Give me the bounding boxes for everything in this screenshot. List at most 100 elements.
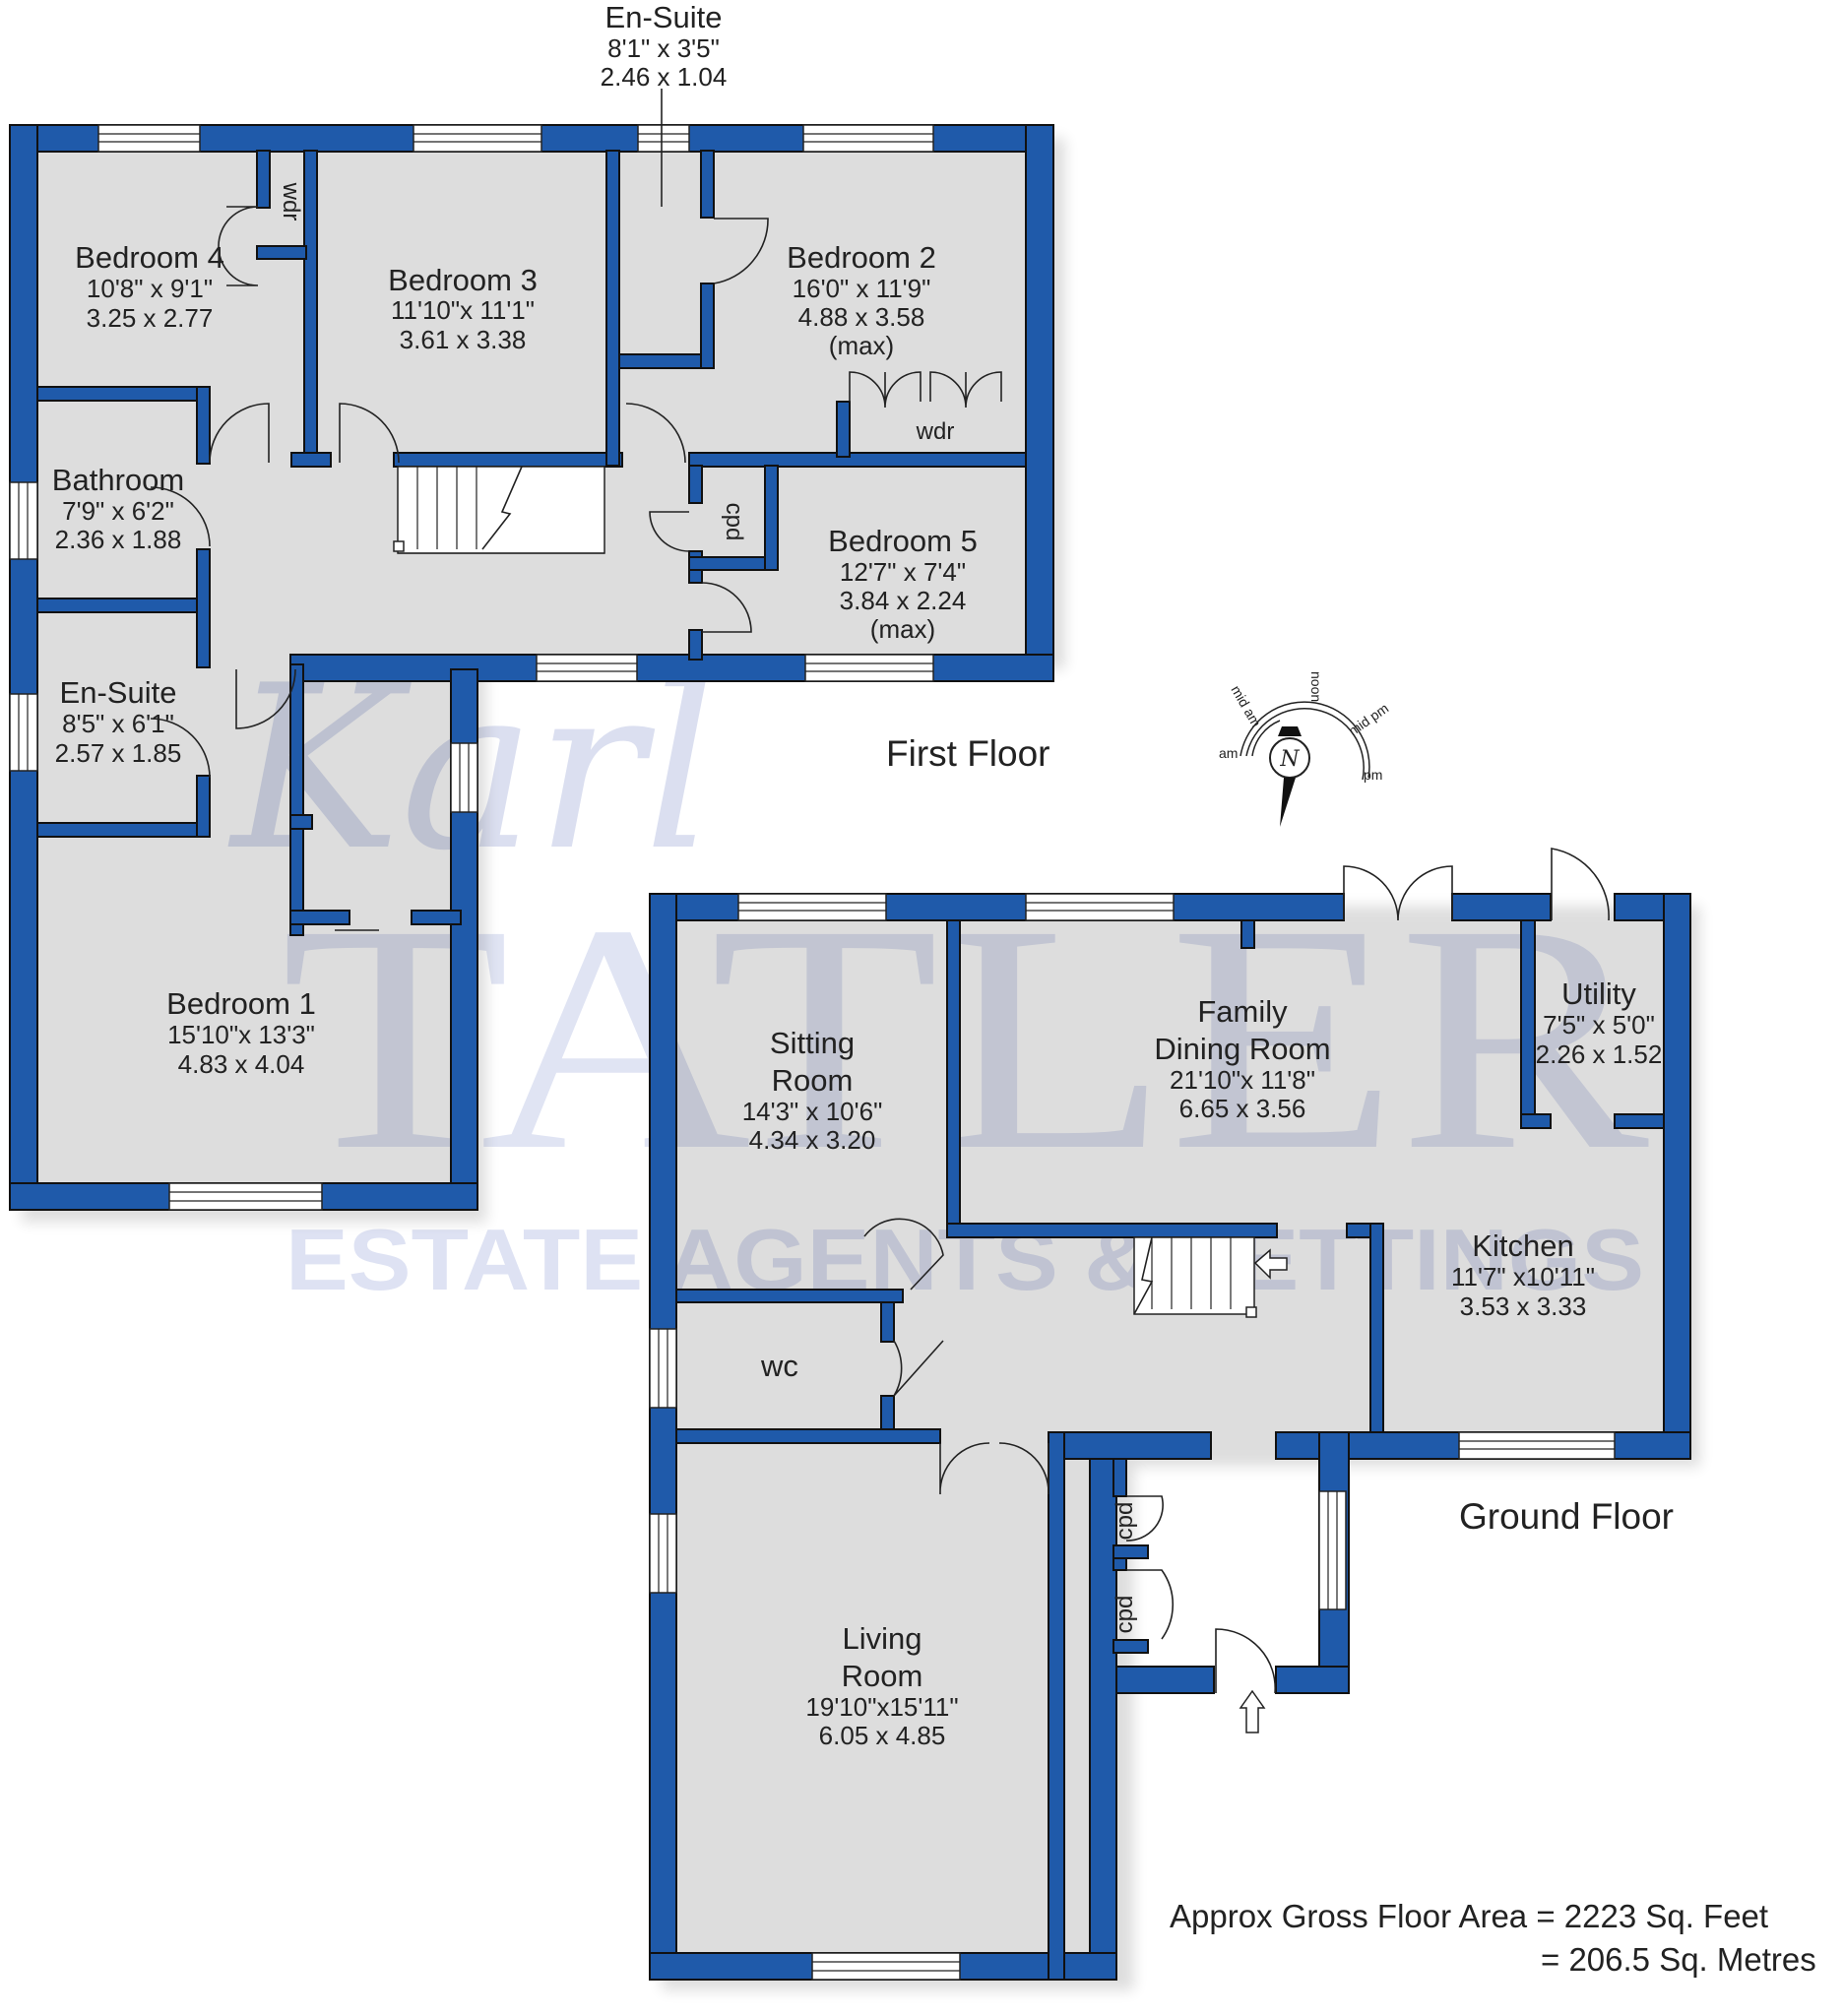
- wall: [1089, 1431, 1117, 1981]
- door: [218, 206, 259, 286]
- compass: N am mid am noon mid pm pm: [1219, 671, 1391, 827]
- wall: [688, 465, 703, 504]
- svg-text:19'10"x15'11": 19'10"x15'11": [805, 1692, 958, 1722]
- door: [649, 511, 690, 552]
- wall: [196, 775, 211, 838]
- wall: [411, 910, 462, 925]
- window: [9, 693, 38, 772]
- svg-text:(max): (max): [870, 614, 935, 644]
- wall: [303, 150, 318, 459]
- door: [849, 371, 1002, 409]
- svg-text:Bedroom 5: Bedroom 5: [828, 524, 978, 558]
- door: [701, 582, 752, 633]
- cupboard-label: cpd: [1112, 1502, 1138, 1541]
- window: [413, 124, 542, 153]
- svg-text:Bedroom 4: Bedroom 4: [75, 240, 224, 275]
- svg-text:6.65 x 3.56: 6.65 x 3.56: [1179, 1094, 1306, 1123]
- first-floor-plan: En-Suite 8'1" x 3'5" 2.46 x 1.04 Bedroom…: [9, 0, 1065, 1223]
- gross-floor-area: Approx Gross Floor Area = 2223 Sq. Feet …: [1170, 1898, 1816, 1978]
- wall: [675, 1289, 904, 1303]
- window: [168, 1182, 323, 1211]
- door: [150, 718, 211, 779]
- svg-text:Bathroom: Bathroom: [52, 463, 184, 497]
- window: [1318, 1490, 1347, 1610]
- window: [1025, 893, 1175, 921]
- door: [1551, 848, 1610, 921]
- wall: [700, 150, 715, 219]
- svg-text:3.84 x 2.24: 3.84 x 2.24: [840, 586, 967, 615]
- svg-text:3.25 x 2.77: 3.25 x 2.77: [87, 303, 214, 333]
- svg-text:Room: Room: [842, 1659, 923, 1693]
- svg-text:noon: noon: [1308, 671, 1324, 702]
- cupboard-label: cpd: [1112, 1596, 1138, 1634]
- door: [1126, 1569, 1175, 1640]
- front-door: [1215, 1628, 1276, 1694]
- wall: [836, 401, 851, 458]
- svg-text:3.61 x 3.38: 3.61 x 3.38: [400, 325, 527, 354]
- door: [150, 486, 211, 547]
- svg-text:6.05 x 4.85: 6.05 x 4.85: [819, 1721, 946, 1750]
- svg-text:11'10"x 11'1": 11'10"x 11'1": [391, 295, 535, 325]
- wardrobe-label: wdr: [916, 418, 955, 445]
- svg-text:7'5" x 5'0": 7'5" x 5'0": [1543, 1010, 1655, 1040]
- svg-text:2.36 x 1.88: 2.36 x 1.88: [55, 525, 182, 554]
- door: [625, 403, 686, 464]
- wall: [1112, 1544, 1149, 1559]
- svg-text:Bedroom 2: Bedroom 2: [787, 240, 936, 275]
- svg-text:am: am: [1219, 745, 1238, 761]
- cupboard-label: cpd: [721, 503, 747, 541]
- room-kitchen: Kitchen 11'7" x10'11" 3.53 x 3.33: [1451, 1228, 1595, 1321]
- svg-text:Family: Family: [1197, 994, 1288, 1029]
- window: [737, 893, 887, 921]
- wall: [688, 629, 703, 661]
- window: [1458, 1431, 1616, 1460]
- svg-text:pm: pm: [1364, 767, 1382, 783]
- wall: [1369, 1223, 1384, 1433]
- wall: [36, 598, 211, 613]
- svg-text:14'3" x 10'6": 14'3" x 10'6": [742, 1097, 883, 1126]
- door: [235, 668, 296, 729]
- wall: [289, 654, 1054, 682]
- staircase: [1133, 1236, 1288, 1318]
- svg-text:2.57 x 1.85: 2.57 x 1.85: [55, 738, 182, 768]
- area-sq-feet: Approx Gross Floor Area = 2223 Sq. Feet: [1170, 1898, 1768, 1934]
- door: [939, 1442, 1049, 1495]
- wall: [36, 822, 211, 838]
- wall: [946, 1223, 1278, 1238]
- wall: [764, 465, 779, 571]
- svg-text:2.46 x 1.04: 2.46 x 1.04: [601, 62, 728, 92]
- wall: [289, 663, 304, 936]
- window: [97, 124, 201, 153]
- svg-text:21'10"x 11'8": 21'10"x 11'8": [1170, 1065, 1315, 1095]
- svg-text:mid am: mid am: [1228, 683, 1264, 730]
- svg-text:N: N: [1279, 747, 1300, 772]
- room-bedroom-2: Bedroom 2 16'0" x 11'9" 4.88 x 3.58 (max…: [787, 240, 936, 360]
- svg-text:15'10"x 13'3": 15'10"x 13'3": [167, 1020, 315, 1049]
- room-sitting-room: Sitting Room 14'3" x 10'6" 4.34 x 3.20: [742, 1026, 883, 1155]
- wardrobe-label: wdr: [278, 182, 304, 221]
- door: [339, 403, 400, 464]
- wall: [1025, 124, 1054, 682]
- wall: [675, 1428, 941, 1444]
- window: [9, 481, 38, 560]
- wall: [700, 283, 715, 369]
- wall: [1048, 1431, 1065, 1981]
- svg-text:Sitting: Sitting: [770, 1026, 855, 1060]
- door: [713, 218, 769, 284]
- wall: [1520, 919, 1536, 1128]
- svg-text:4.34 x 3.20: 4.34 x 3.20: [749, 1125, 876, 1155]
- wall: [605, 150, 620, 467]
- wall: [196, 386, 211, 465]
- svg-text:12'7" x 7'4": 12'7" x 7'4": [840, 557, 966, 587]
- wall: [9, 124, 38, 1211]
- wall: [1112, 1458, 1127, 1497]
- svg-text:Room: Room: [772, 1063, 854, 1098]
- wall: [36, 386, 211, 402]
- room-bedroom-3: Bedroom 3 11'10"x 11'1" 3.61 x 3.38: [388, 263, 538, 354]
- svg-text:4.88 x 3.58: 4.88 x 3.58: [798, 302, 925, 332]
- wall: [1275, 1666, 1350, 1694]
- wall: [1112, 1557, 1127, 1571]
- wall: [649, 893, 677, 1981]
- svg-text:10'8" x 9'1": 10'8" x 9'1": [87, 274, 213, 303]
- svg-text:16'0" x 11'9": 16'0" x 11'9": [793, 274, 931, 303]
